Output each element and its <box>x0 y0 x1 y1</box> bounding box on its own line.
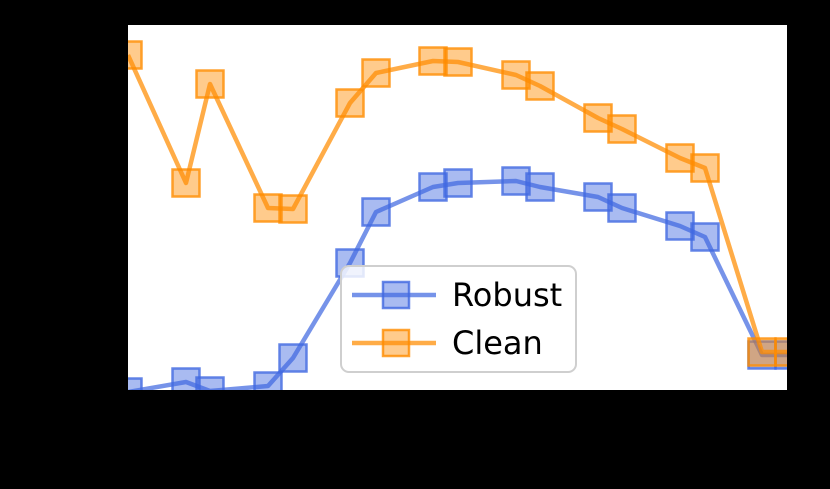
clean-marker <box>747 337 777 367</box>
robust-marker <box>583 182 613 212</box>
clean-marker <box>607 114 637 144</box>
robust-marker <box>418 172 448 202</box>
clean-marker <box>525 71 555 101</box>
clean-marker <box>361 58 391 88</box>
series-layer <box>128 40 787 390</box>
legend-robust-marker-icon <box>352 280 436 310</box>
robust-marker <box>171 367 201 390</box>
clean-marker <box>690 153 720 183</box>
robust-marker <box>128 377 143 390</box>
robust-marker <box>443 168 473 198</box>
clean-marker <box>443 47 473 77</box>
legend: Robust Clean <box>340 265 577 373</box>
robust-marker <box>690 222 720 252</box>
clean-marker <box>195 69 225 99</box>
clean-marker <box>171 168 201 198</box>
robust-marker <box>607 193 637 223</box>
robust-marker <box>278 343 308 373</box>
clean-marker <box>335 88 365 118</box>
robust-marker <box>361 197 391 227</box>
clean-marker <box>774 337 787 367</box>
clean-marker <box>665 143 695 173</box>
legend-item-robust: Robust <box>352 271 565 319</box>
clean-marker <box>128 40 143 70</box>
robust-marker <box>253 371 283 390</box>
clean-marker <box>418 46 448 76</box>
clean-marker <box>278 194 308 224</box>
robust-marker <box>525 172 555 202</box>
robust-marker <box>665 211 695 241</box>
robust-line <box>128 178 787 390</box>
robust-marker <box>195 376 225 390</box>
robust-marker <box>501 166 531 196</box>
legend-label-clean: Clean <box>452 324 543 362</box>
legend-item-clean: Clean <box>352 319 565 367</box>
clean-marker <box>583 103 613 133</box>
clean-line <box>128 54 787 355</box>
legend-label-robust: Robust <box>452 276 563 314</box>
clean-marker <box>253 193 283 223</box>
legend-clean-marker-icon <box>352 328 436 358</box>
clean-marker <box>501 60 531 90</box>
